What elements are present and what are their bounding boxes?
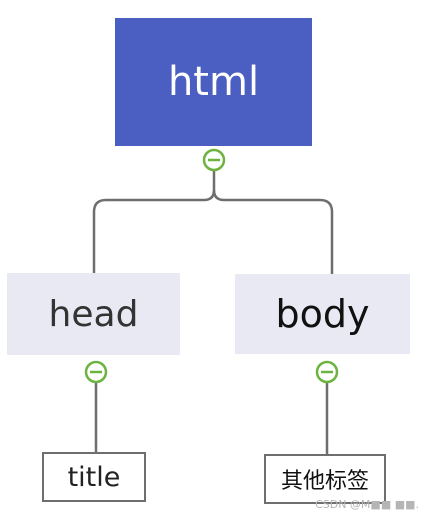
node-body-label: body	[275, 292, 370, 336]
node-body[interactable]: body	[235, 274, 410, 354]
node-head-label: head	[48, 293, 139, 335]
node-head[interactable]: head	[7, 273, 180, 355]
connector-root-to-head	[92, 170, 216, 273]
collapse-head-icon[interactable]	[84, 360, 108, 384]
node-html[interactable]: html	[115, 18, 312, 146]
node-other-tags-label: 其他标签	[280, 469, 369, 494]
connector-root-to-body	[212, 189, 334, 274]
collapse-body-icon[interactable]	[315, 360, 339, 384]
node-other-tags[interactable]: 其他标签	[264, 454, 386, 504]
node-html-label: html	[167, 59, 260, 105]
collapse-root-icon[interactable]	[202, 148, 226, 172]
watermark: CSDN @M■■ ■■.	[315, 498, 419, 511]
node-title[interactable]: title	[42, 452, 146, 502]
node-title-label: title	[67, 461, 121, 493]
